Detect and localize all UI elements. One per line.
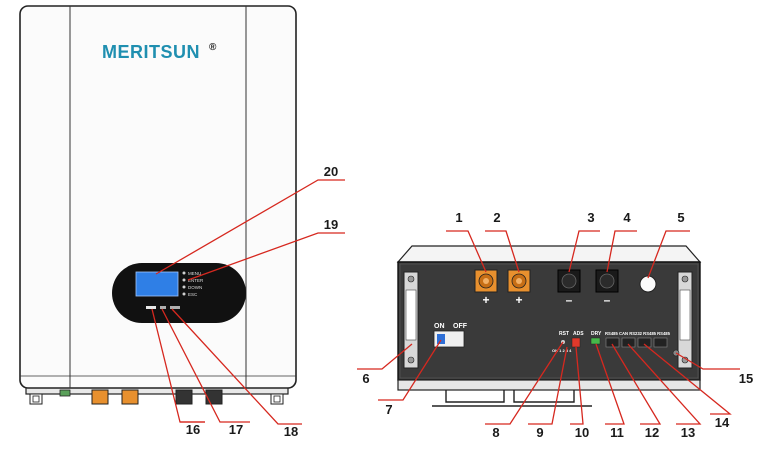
minus-sign-2: –: [604, 293, 611, 307]
rs485-port-2: [653, 337, 668, 348]
esc-button-label: ESC: [188, 292, 198, 297]
switch-on-label: ON: [434, 323, 445, 330]
callout-line-3: [568, 230, 600, 273]
callout-9: 9: [536, 425, 543, 440]
callout-5: 5: [677, 210, 684, 225]
callout-14: 14: [715, 415, 730, 430]
callout-line-13: [627, 343, 702, 425]
bottom-rail: [397, 379, 701, 391]
vent-valve: [639, 275, 657, 293]
callout-line-8: [485, 341, 564, 425]
callout-3: 3: [587, 210, 594, 225]
rs485-port-1: [605, 337, 620, 348]
callout-line-4: [606, 230, 637, 273]
callout-12: 12: [645, 425, 659, 440]
front-positive-terminal-2: [121, 389, 139, 405]
callout-11: 11: [610, 425, 624, 440]
brand-logo: MERITSUN: [102, 42, 200, 62]
callout-line-17: [161, 308, 250, 423]
callout-6: 6: [362, 371, 369, 386]
callout-line-6: [357, 343, 413, 370]
callout-line-19: [187, 232, 345, 281]
registered-mark: ®: [209, 42, 217, 53]
callout-line-14: [643, 343, 732, 415]
callout-8: 8: [492, 425, 499, 440]
callout-line-7: [378, 339, 442, 401]
callout-line-11: [595, 343, 625, 425]
ports-label: RS485 CAN RS232 RS485 RS485: [605, 331, 671, 336]
status-led: [146, 306, 156, 309]
side-view: + + – – ON OFF RST ADS ON 1 2 3 4 DRY RS…: [396, 245, 702, 407]
callout-19: 19: [324, 217, 338, 232]
switch-off-label: OFF: [453, 323, 468, 330]
callout-line-18: [171, 308, 302, 425]
callout-1: 1: [455, 210, 462, 225]
callout-line-20: [155, 179, 345, 275]
front-negative-terminal-2: [205, 389, 223, 405]
menu-button-label: MENU: [188, 271, 201, 276]
front-negative-terminal-1: [175, 389, 193, 405]
callout-10: 10: [575, 425, 589, 440]
ads-label: ADS: [573, 331, 584, 337]
minus-sign-1: –: [566, 293, 573, 307]
can-port: [621, 337, 636, 348]
callout-7: 7: [385, 402, 392, 417]
rst-label: RST: [559, 331, 569, 337]
lcd-screen: [135, 271, 179, 297]
plus-sign-2: +: [515, 293, 522, 307]
callout-line-12: [611, 343, 662, 425]
callout-line-5: [647, 230, 690, 279]
display-pod: [112, 263, 246, 323]
callout-line-2: [485, 230, 520, 273]
dip-label: ON 1 2 3 4: [552, 348, 572, 353]
callout-4: 4: [623, 210, 631, 225]
enter-button-label: ENTER: [188, 278, 204, 283]
rs232-port: [637, 337, 652, 348]
callout-18: 18: [284, 424, 298, 439]
callout-2: 2: [493, 210, 500, 225]
callout-line-9: [528, 346, 568, 425]
callout-line-15: [675, 352, 740, 370]
plus-sign-1: +: [482, 293, 489, 307]
down-button-label: DOWN: [188, 285, 202, 290]
dip-switch: [571, 337, 581, 348]
dry-contact-port: [590, 337, 601, 345]
dry-label: DRY: [591, 331, 602, 337]
callout-line-1: [446, 230, 487, 273]
callout-17: 17: [229, 422, 243, 437]
callout-13: 13: [681, 425, 695, 440]
front-view: MERITSUN ® MENU ENTER DOWN ESC: [19, 5, 345, 425]
front-positive-terminal-1: [91, 389, 109, 405]
callout-20: 20: [324, 164, 338, 179]
callout-line-10: [570, 346, 584, 425]
callout-15: 15: [739, 371, 753, 386]
callout-16: 16: [186, 422, 200, 437]
